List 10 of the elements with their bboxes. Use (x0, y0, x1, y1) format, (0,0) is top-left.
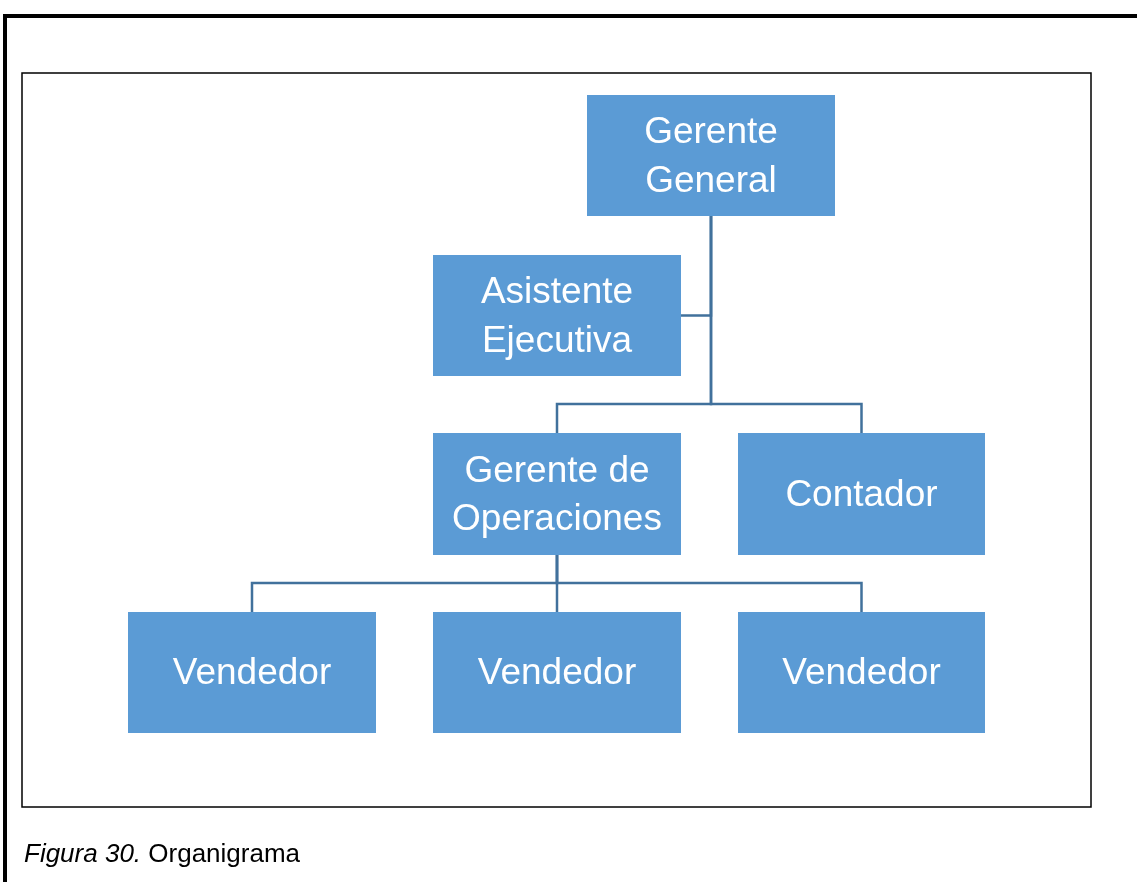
org-box: Gerente de Operaciones (433, 433, 681, 555)
org-box: Vendedor (128, 612, 376, 733)
org-box: Asistente Ejecutiva (433, 255, 681, 376)
org-box: Contador (738, 433, 985, 555)
connector-line (709, 216, 863, 433)
org-box: Vendedor (738, 612, 985, 733)
org-box: Vendedor (433, 612, 681, 733)
figure-caption: Figura 30. Organigrama (24, 838, 301, 869)
connector-line (555, 555, 863, 612)
org-box: Gerente General (587, 95, 835, 216)
